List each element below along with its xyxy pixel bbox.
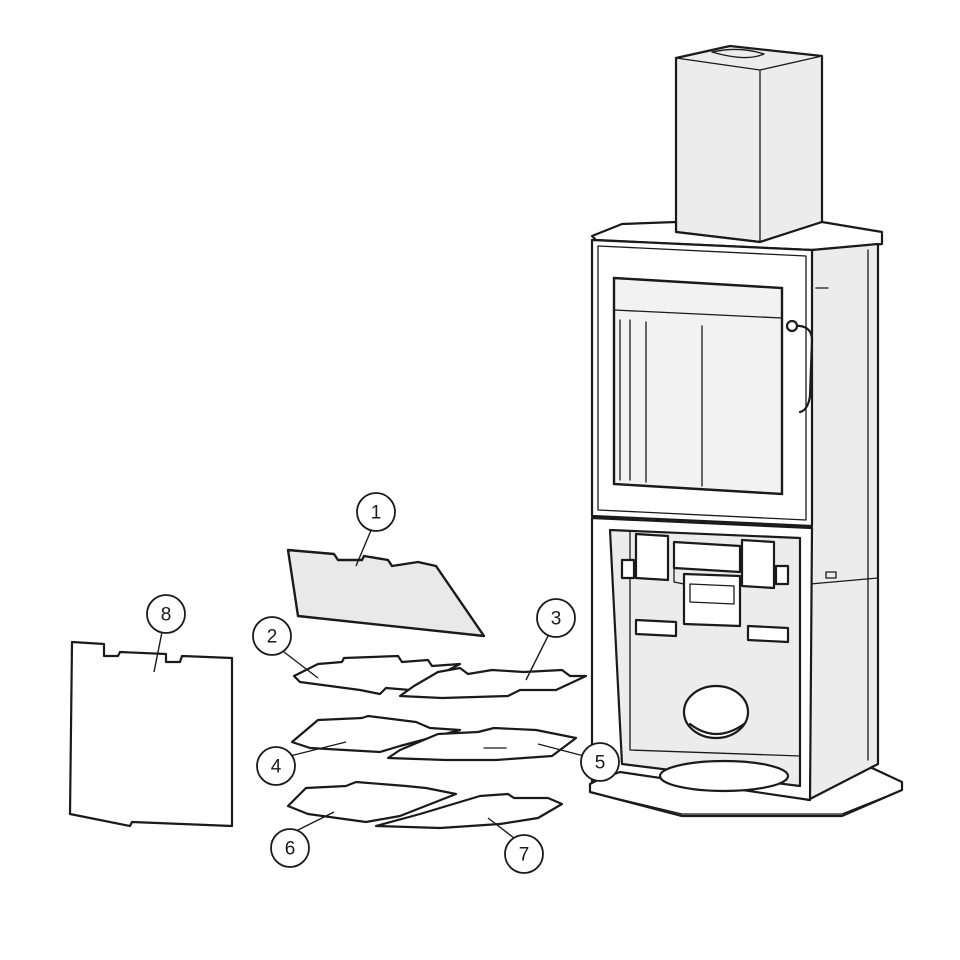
door-frame — [597, 245, 807, 521]
callout-6-label: 6 — [285, 839, 296, 860]
support-tab-right — [746, 624, 790, 644]
door-handle — [790, 324, 814, 414]
part-1-plate — [286, 548, 486, 638]
callout-5-label: 5 — [595, 753, 606, 774]
part-6-liner — [286, 780, 458, 824]
callout-4-label: 4 — [271, 757, 282, 778]
callout-6: 6 — [270, 811, 335, 868]
callout-7: 7 — [487, 817, 544, 874]
door-window — [612, 276, 784, 496]
callout-2-label: 2 — [267, 627, 278, 648]
callout-3-label: 3 — [551, 609, 562, 630]
flue-box — [674, 44, 824, 244]
burner-brackets — [620, 532, 790, 628]
callout-4: 4 — [256, 741, 347, 786]
air-inlet — [682, 684, 750, 740]
callout-3: 3 — [525, 598, 576, 681]
part-8-back-panel — [68, 640, 234, 828]
callout-8-label: 8 — [161, 605, 172, 626]
stove — [588, 44, 904, 818]
support-tab-left — [634, 618, 678, 638]
callout-1-label: 1 — [371, 503, 382, 524]
part-3-liner — [398, 666, 588, 700]
callout-2: 2 — [252, 616, 319, 679]
part-7-liner — [374, 792, 564, 830]
callout-7-label: 7 — [519, 845, 530, 866]
part-4-liner — [290, 714, 462, 754]
callout-8: 8 — [146, 594, 186, 673]
callout-1: 1 — [355, 492, 396, 567]
part-5-liner — [386, 726, 578, 762]
floor-opening — [658, 759, 790, 793]
callout-5: 5 — [537, 742, 620, 782]
